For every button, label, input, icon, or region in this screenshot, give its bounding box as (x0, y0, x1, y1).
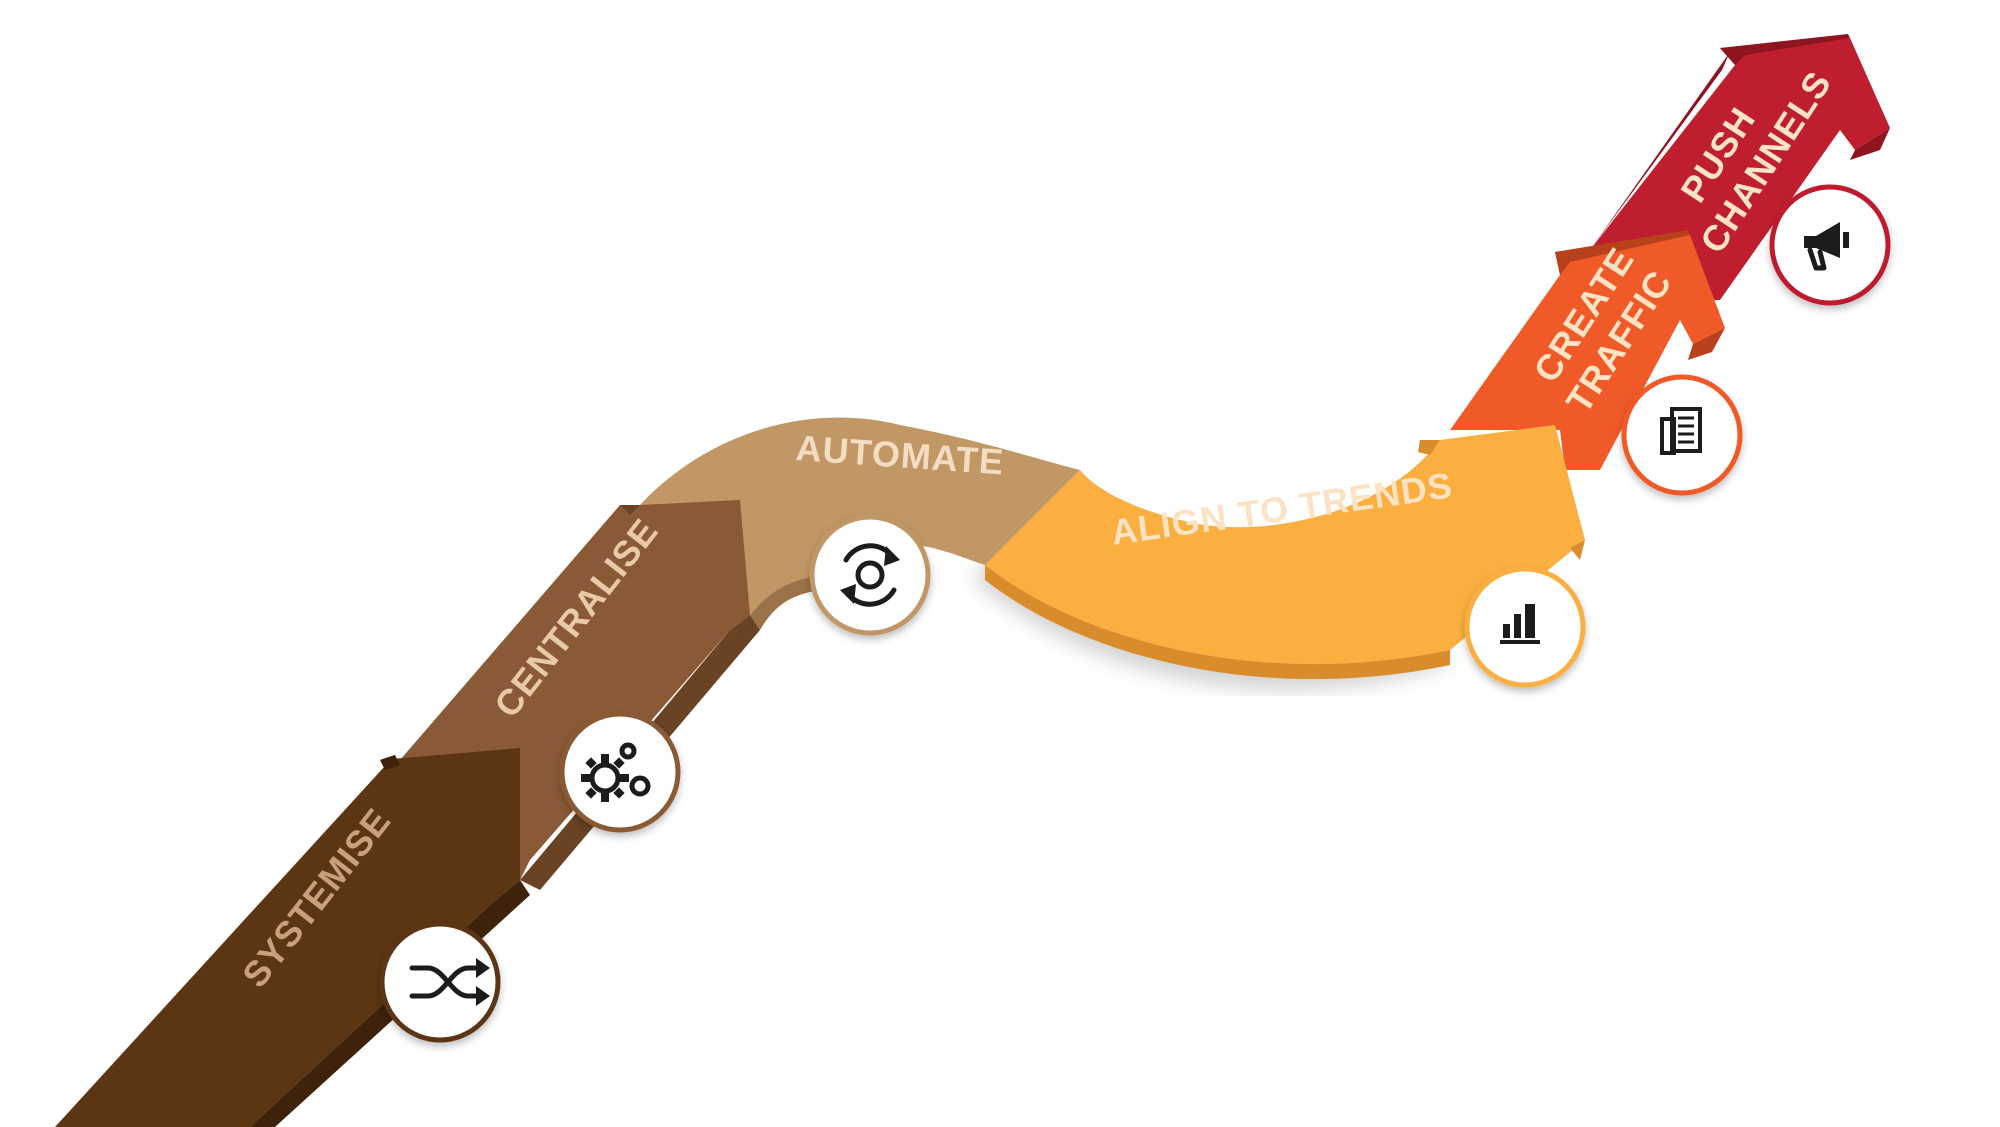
shuffle-icon (409, 958, 490, 1006)
sync-gear-icon (840, 543, 900, 607)
megaphone-icon (1804, 222, 1849, 271)
step-align-to-trends-icon-badge (1464, 566, 1586, 688)
step-centralise-icon-badge (559, 711, 681, 833)
step-push-channels-icon-badge (1769, 184, 1891, 306)
step-create-traffic-icon-badge (1621, 374, 1743, 496)
step-automate-icon-badge (809, 514, 931, 636)
document-icon (1660, 407, 1702, 455)
bar-chart-icon (1500, 604, 1540, 644)
step-systemise-icon-badge (379, 921, 501, 1043)
gears-icon (581, 742, 651, 802)
